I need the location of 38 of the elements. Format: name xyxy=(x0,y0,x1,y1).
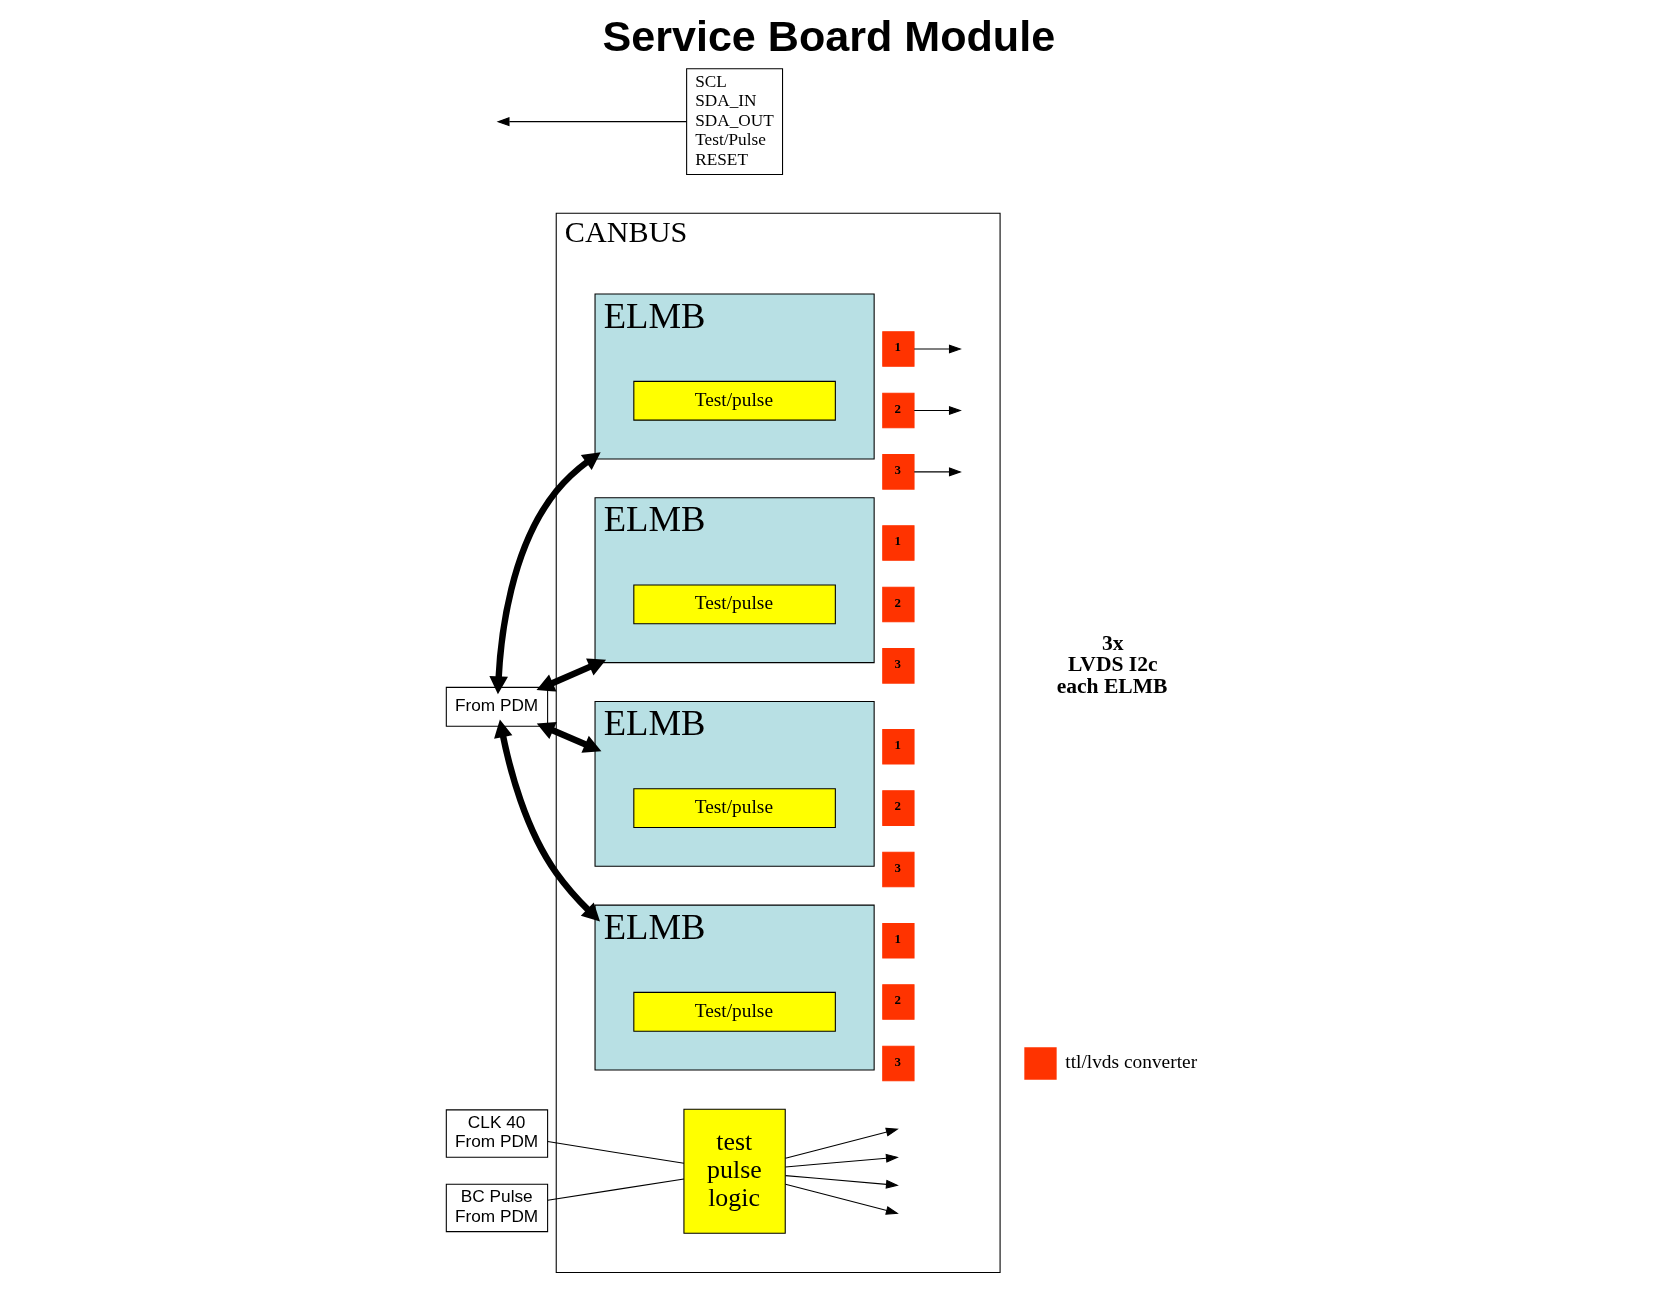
node-box: From PDM xyxy=(445,686,549,727)
node-box: 3 xyxy=(882,1045,915,1082)
node-box: 1 xyxy=(882,525,915,561)
arrow xyxy=(536,658,607,692)
arrow xyxy=(784,1175,899,1189)
node-box: 3 xyxy=(882,454,915,490)
node-box: 2 xyxy=(882,790,915,826)
connector xyxy=(547,1178,685,1201)
node-box: Test/pulse xyxy=(633,584,836,625)
connector xyxy=(547,1141,685,1164)
node-box: 2 xyxy=(882,392,915,429)
node-box: 2 xyxy=(882,586,915,623)
node-box: 2 xyxy=(882,984,915,1020)
arrow xyxy=(784,1127,899,1159)
node-box: test pulse logic xyxy=(683,1108,786,1234)
node-box: Test/pulse xyxy=(633,991,836,1032)
node-box: BC Pulse From PDM xyxy=(445,1183,549,1233)
node-box: Test/pulse xyxy=(633,380,836,421)
arrow xyxy=(489,452,601,695)
node-box: CLK 40 From PDM xyxy=(445,1109,549,1158)
node-box: Test/pulse xyxy=(633,788,836,829)
arrow xyxy=(784,1183,899,1215)
node-box: 3 xyxy=(882,851,915,888)
arrow xyxy=(913,405,962,415)
diagram-title: Service Board Module xyxy=(602,11,1056,60)
node-box: 1 xyxy=(882,922,915,959)
node-box: SCL SDA_IN SDA_OUT Test/Pulse RESET xyxy=(686,68,784,175)
arrow xyxy=(913,467,962,477)
label: 3x LVDS I2c each ELMB xyxy=(1056,630,1168,698)
legend-label: ttl/lvds converter xyxy=(1065,1051,1198,1073)
node-box: 1 xyxy=(882,728,915,765)
arrow xyxy=(913,344,962,354)
arrow xyxy=(494,719,601,922)
arrow xyxy=(784,1153,899,1168)
node-box: 1 xyxy=(882,331,915,367)
node-box: 3 xyxy=(882,648,915,684)
arrow xyxy=(536,721,602,753)
arrow xyxy=(496,117,688,127)
